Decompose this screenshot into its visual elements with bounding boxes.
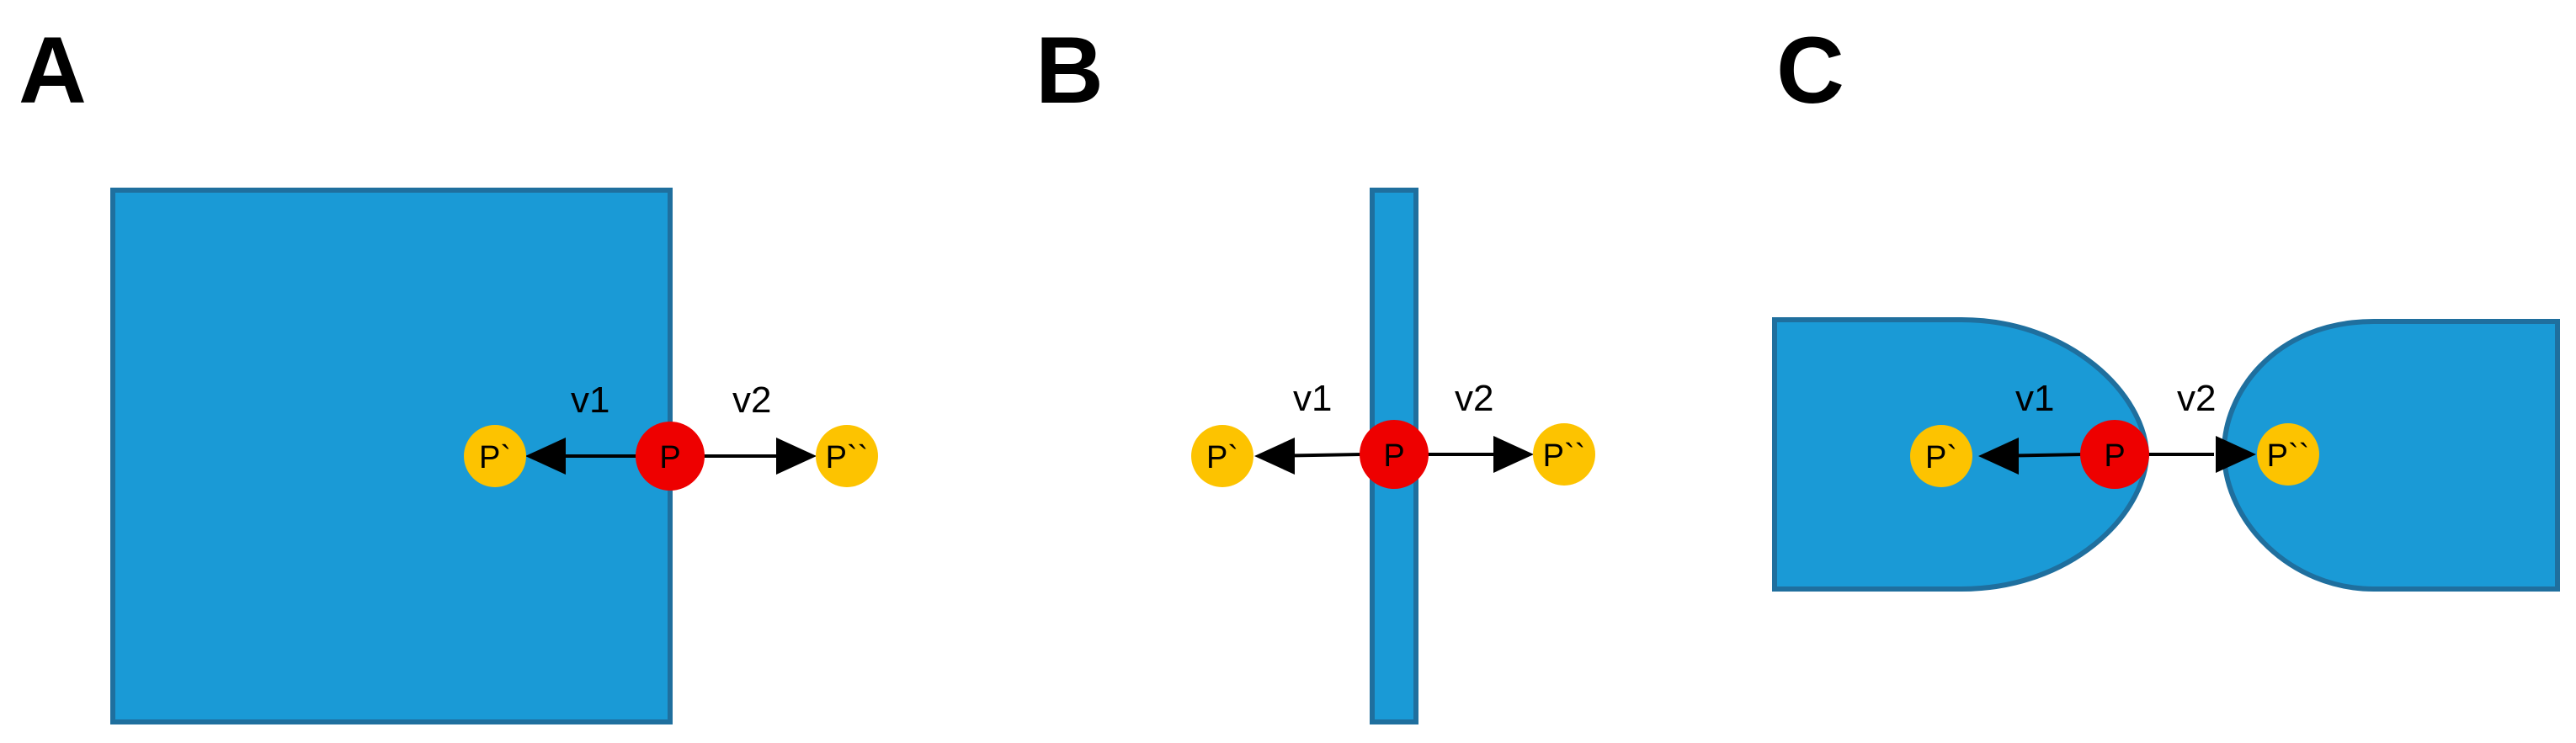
- vector-v2-label: v2: [732, 379, 771, 421]
- point-p-label: P: [659, 440, 680, 475]
- point-p-prime: [1191, 425, 1253, 487]
- point-p-double-prime-label: P``: [2267, 438, 2310, 474]
- vector-v1-label: v1: [2015, 378, 2054, 419]
- point-p-prime-label: P`: [479, 440, 511, 475]
- point-p-label: P: [2104, 438, 2125, 474]
- panel-letter-a: A: [19, 18, 87, 123]
- vector-v2-arrowhead: [776, 438, 817, 475]
- point-p: [1360, 420, 1429, 489]
- vector-v1-arrowhead: [1978, 438, 2019, 475]
- vector-v1-label: v1: [1293, 378, 1332, 419]
- vector-v1-arrowhead: [1254, 438, 1295, 475]
- vector-v2-arrowhead: [1493, 436, 1534, 473]
- point-p-prime-label: P`: [1925, 440, 1957, 475]
- point-p-prime-label: P`: [1206, 440, 1238, 475]
- point-p-prime: [1910, 425, 1972, 487]
- vector-v1-arrowhead: [525, 438, 566, 475]
- point-p-double-prime: [816, 425, 878, 487]
- point-p-label: P: [1383, 438, 1404, 474]
- panel-letter-b: B: [1035, 18, 1104, 123]
- point-p: [2080, 420, 2149, 489]
- point-p-double-prime: [1533, 423, 1595, 486]
- point-p-double-prime-label: P``: [826, 440, 869, 475]
- vector-v2-label: v2: [2177, 378, 2216, 419]
- panel-letter-c: C: [1776, 18, 1844, 123]
- vector-v2-arrowhead: [2216, 436, 2256, 473]
- vector-v2-label: v2: [1455, 378, 1493, 419]
- point-p-double-prime: [2257, 423, 2319, 486]
- panel-b: B v1 v2 P` P P``: [1035, 18, 1595, 724]
- point-p: [636, 422, 705, 491]
- vector-v1-label: v1: [571, 379, 609, 421]
- point-p-prime: [464, 425, 526, 487]
- panel-c: C v1 v2 P` P P``: [1772, 18, 2560, 592]
- panel-a: A v1 v2 P` P P``: [19, 18, 878, 724]
- point-p-double-prime-label: P``: [1543, 438, 1586, 474]
